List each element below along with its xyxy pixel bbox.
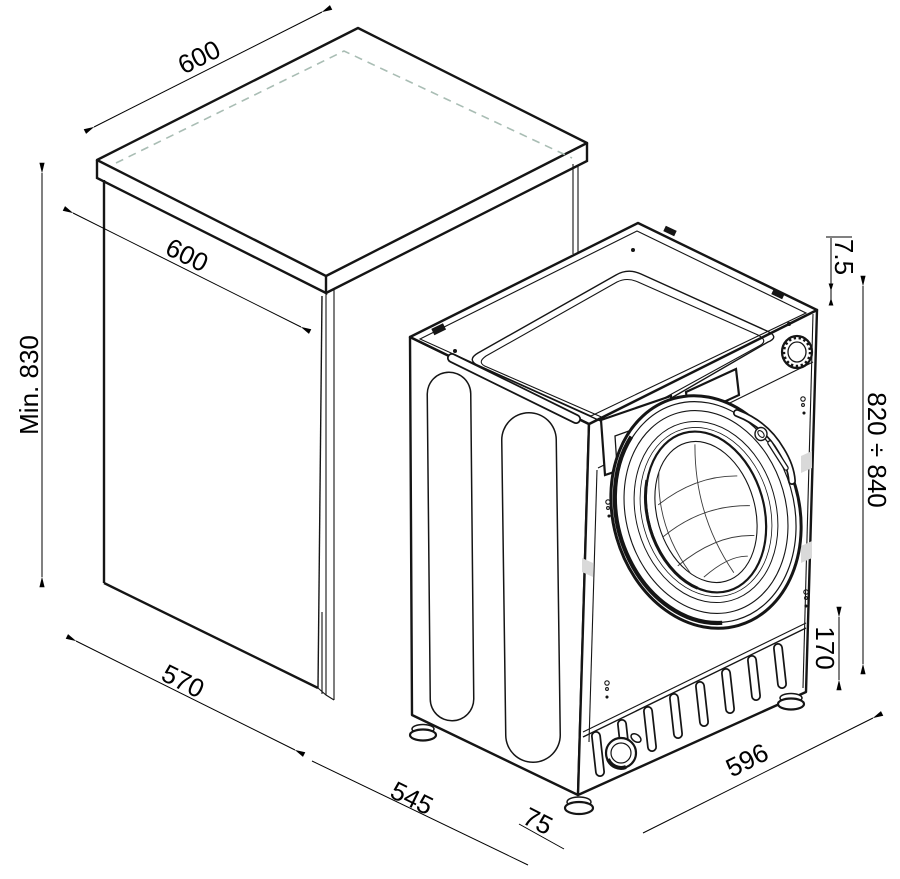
machine-base [582, 622, 807, 777]
dim-label-top-clearance: 7.5 [829, 239, 859, 275]
dim-label-machine-depth: 545 [386, 775, 438, 821]
machine-top-slot [447, 353, 581, 424]
drum-lattice [657, 444, 755, 578]
dim-label-niche-min-height: Min. 830 [14, 335, 44, 435]
dim-label-niche-depth: 600 [161, 232, 213, 278]
cabinet-front-stile [317, 289, 335, 701]
dim-label-door-projection: 75 [518, 801, 557, 841]
dim-line-niche-depth [62, 206, 312, 334]
dim-line-machine-depth [311, 760, 529, 866]
dim-line-cabinet-top-width [83, 5, 333, 134]
drain-filter-cap [604, 732, 642, 770]
dim-label-machine-width: 596 [721, 737, 773, 783]
washing-machine-drawing [408, 221, 819, 816]
screw-marks [604, 396, 809, 699]
dim-label-plinth-height: 170 [810, 626, 840, 669]
side-panel-ribs [426, 371, 561, 763]
top-corner-fittings [431, 225, 791, 353]
dim-label-machine-height: 820 ÷ 840 [862, 392, 892, 507]
dimension-labels: 600 600 Min. 830 570 545 75 596 7.5 820 … [14, 34, 892, 841]
porthole-door [609, 394, 803, 630]
dimension-lines [39, 5, 884, 866]
machine-feet [408, 692, 806, 816]
dim-line-cabinet-side-depth [65, 634, 306, 757]
program-knob [780, 334, 814, 370]
dim-label-cabinet-side-depth: 570 [157, 658, 209, 704]
dim-label-cabinet-top-width: 600 [173, 34, 225, 80]
dim-line-machine-width [642, 711, 884, 834]
cabinet-rear-post [572, 164, 579, 254]
door-handle [733, 409, 796, 485]
machine-top-plate [471, 270, 775, 427]
base-vents [591, 643, 787, 777]
dim-line-top-clearance [826, 236, 852, 306]
dim-line-door-projection [518, 823, 565, 850]
